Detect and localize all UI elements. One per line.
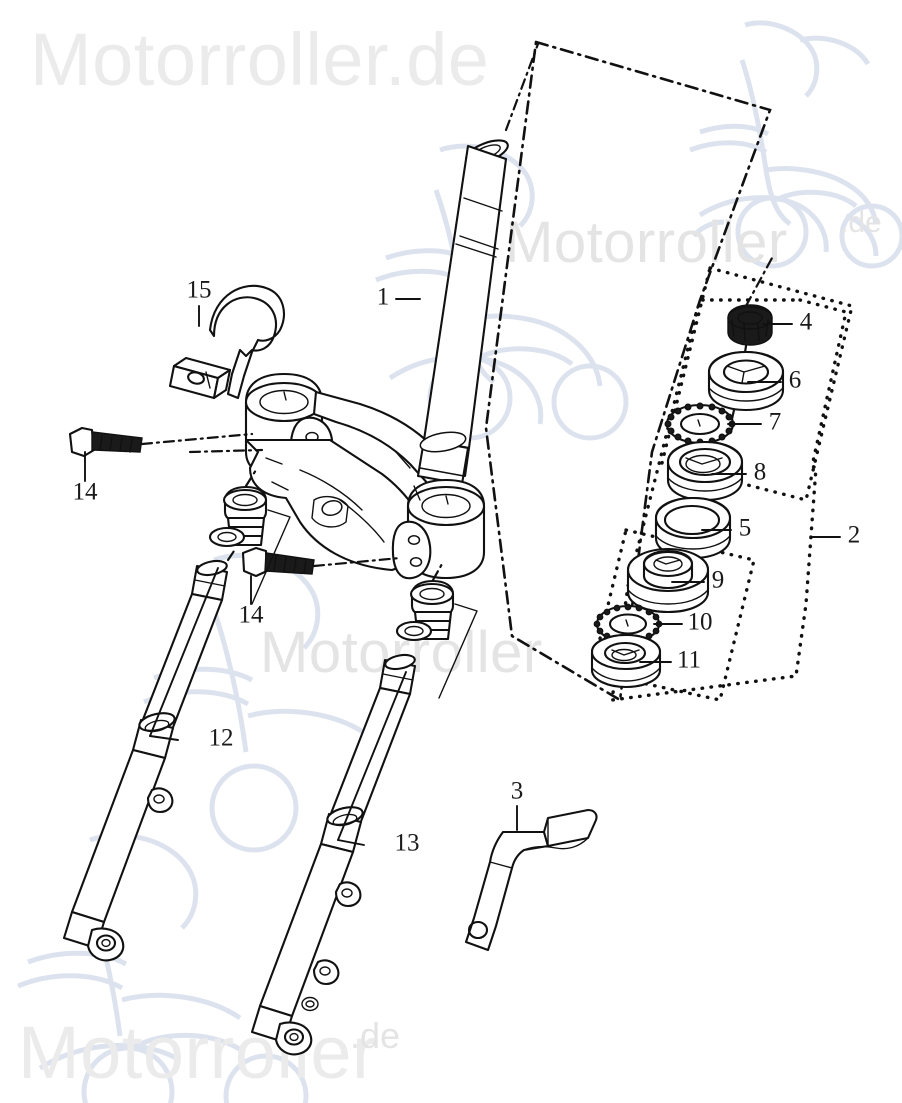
part-fender-bracket xyxy=(464,808,598,952)
part-clamp-bolt-lower xyxy=(241,546,402,578)
label-1: 1 xyxy=(377,284,390,311)
callout-5[interactable]: 5 xyxy=(701,515,752,542)
fork-cap-nut-left xyxy=(208,468,291,605)
watermark-top: Motorroller.de xyxy=(30,18,489,101)
callout-2[interactable]: 2 xyxy=(811,522,861,549)
fork-cap-nut-right xyxy=(395,562,478,699)
group-box-upper-bearings xyxy=(659,265,855,503)
label-14a: 14 xyxy=(73,479,99,506)
label-3: 3 xyxy=(511,778,524,805)
part-stem-top-nut xyxy=(727,256,774,374)
watermark-middle: Motorroller xyxy=(505,210,788,275)
watermark-middle-de: .de xyxy=(840,206,882,239)
label-9: 9 xyxy=(712,567,725,594)
callout-7[interactable]: 7 xyxy=(727,409,782,436)
callout-4[interactable]: 4 xyxy=(762,309,813,336)
label-6: 6 xyxy=(789,367,802,394)
label-8: 8 xyxy=(754,459,767,486)
label-5: 5 xyxy=(739,515,752,542)
part-bearing-cone-upper xyxy=(707,350,785,430)
part-brake-hose-clip xyxy=(168,284,285,400)
callout-9[interactable]: 9 xyxy=(671,567,725,594)
part-fork-leg-right xyxy=(250,671,412,1056)
part-bearing-cone-lower xyxy=(626,547,710,630)
callout-15[interactable]: 15 xyxy=(187,277,212,327)
watermark-bottom-de: .de xyxy=(350,1015,400,1056)
callout-14-upper[interactable]: 14 xyxy=(73,451,99,506)
callout-14-lower[interactable]: 14 xyxy=(239,575,265,629)
part-clamp-bolt-upper xyxy=(68,426,264,458)
label-11: 11 xyxy=(677,647,701,674)
label-12: 12 xyxy=(209,725,234,752)
callout-10[interactable]: 10 xyxy=(653,609,713,636)
group-box-bearing-set xyxy=(610,298,849,702)
label-15: 15 xyxy=(187,277,212,304)
label-7: 7 xyxy=(769,409,782,436)
callout-6[interactable]: 6 xyxy=(747,367,802,394)
fork-tube-top-right xyxy=(378,653,417,696)
label-2: 2 xyxy=(848,522,861,549)
callout-13[interactable]: 13 xyxy=(395,830,420,857)
part-fork-leg-left xyxy=(62,567,224,962)
scooter-logo-top-right xyxy=(689,20,902,269)
callout-3[interactable]: 3 xyxy=(511,778,524,831)
label-14b: 14 xyxy=(239,602,265,629)
part-triple-clamp xyxy=(244,372,486,580)
part-dust-seal-lower xyxy=(590,633,662,689)
callout-8[interactable]: 8 xyxy=(711,459,767,486)
callout-11[interactable]: 11 xyxy=(639,647,701,674)
label-10: 10 xyxy=(688,609,713,636)
watermark-bottom: Motorroller xyxy=(18,1011,377,1094)
callout-1[interactable]: 1 xyxy=(377,284,421,311)
callout-12[interactable]: 12 xyxy=(209,725,234,752)
label-13: 13 xyxy=(395,830,420,857)
label-4: 4 xyxy=(800,309,813,336)
part-bearing-race-upper xyxy=(666,440,744,502)
stem-centerline-upper xyxy=(504,42,540,132)
